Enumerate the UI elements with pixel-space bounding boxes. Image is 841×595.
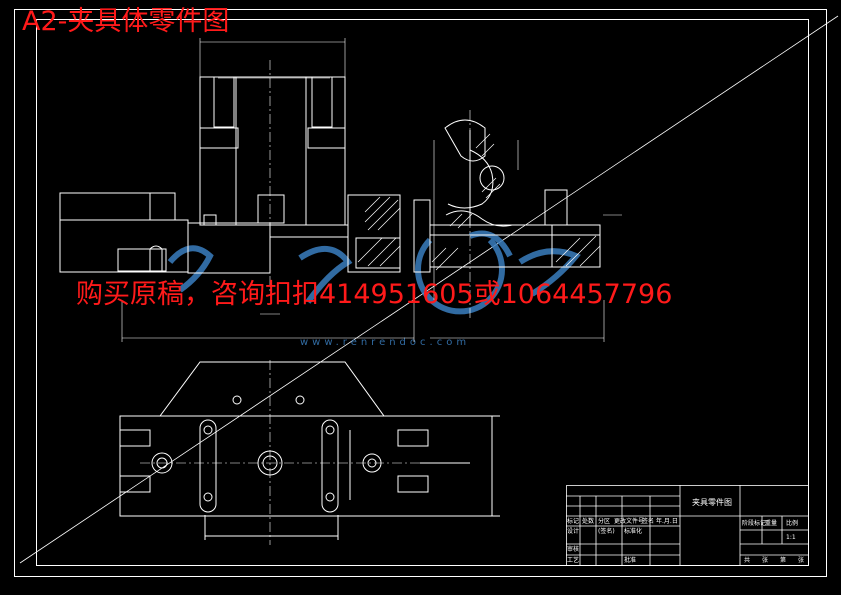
title-block-grid bbox=[566, 485, 809, 566]
tb-label-count: 处数 bbox=[582, 518, 595, 525]
sheet-title: A2-夹具体零件图 bbox=[22, 6, 230, 37]
tb-sheet-index: 第 bbox=[780, 557, 787, 564]
front-view bbox=[59, 76, 601, 274]
tb-approve: 批准 bbox=[624, 557, 637, 564]
centerlines bbox=[140, 60, 471, 545]
tb-review: 审核 bbox=[567, 546, 580, 553]
tb-label-change-doc: 更改文件号 bbox=[614, 518, 645, 525]
top-view bbox=[119, 361, 500, 540]
tb-label-zone: 分区 bbox=[598, 518, 611, 525]
part-name: 夹具零件图 bbox=[692, 498, 732, 507]
inner-frame bbox=[36, 19, 809, 566]
tb-label-signature: 签名 bbox=[642, 518, 655, 525]
dimension-lines bbox=[121, 38, 622, 342]
promo-banner: 购买原稿，咨询扣扣414951605或1064457796 bbox=[76, 279, 673, 310]
tb-sheet-unit: 张 bbox=[798, 557, 805, 564]
tb-sheets-unit: 张 bbox=[762, 557, 769, 564]
tb-sheets-total: 共 bbox=[744, 557, 751, 564]
svg-text:www.renrendoc.com: www.renrendoc.com bbox=[300, 337, 470, 348]
tb-standardization: 标准化 bbox=[624, 528, 643, 535]
outer-border bbox=[14, 9, 827, 577]
tb-design: 设计 bbox=[567, 528, 580, 535]
tb-scale-label: 比例 bbox=[786, 520, 799, 527]
tb-process: 工艺 bbox=[567, 557, 580, 564]
section-hatching bbox=[357, 133, 601, 271]
tb-weight-label: 重量 bbox=[765, 520, 778, 527]
tb-design-signature: (签名) bbox=[598, 528, 615, 535]
tb-scale-value: 1:1 bbox=[786, 534, 796, 541]
tb-label-mark: 标记 bbox=[567, 518, 580, 525]
tb-label-date: 年.月.日 bbox=[656, 518, 678, 525]
tb-stage-label: 阶段标记 bbox=[742, 520, 767, 527]
